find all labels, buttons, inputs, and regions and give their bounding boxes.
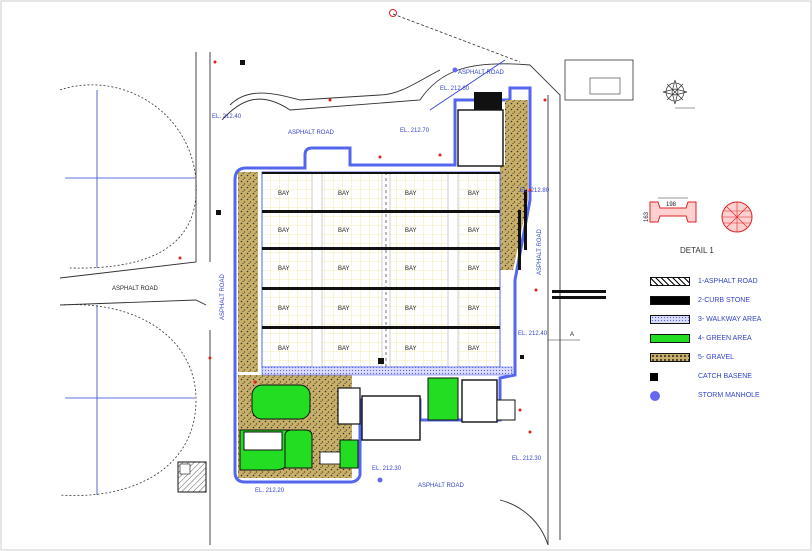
- legend-label: STORM MANHOLE: [698, 392, 760, 399]
- svg-text:EL. 212.60: EL. 212.60: [440, 86, 470, 92]
- property-line: [392, 13, 521, 63]
- green-area-5: [427, 377, 459, 421]
- svg-text:BAY: BAY: [468, 191, 480, 197]
- svg-text:BAY: BAY: [468, 266, 480, 272]
- legend-item: CATCH BASENE: [650, 367, 810, 386]
- road-label-left-vertical: ASPHALT ROAD: [220, 274, 226, 320]
- detail-width: 198: [666, 202, 677, 208]
- svg-text:BAY: BAY: [468, 346, 480, 352]
- level-labels: EL. 212.40 EL. 212.70 EL. 212.60 EL. 212…: [212, 86, 550, 494]
- svg-text:BAY: BAY: [405, 191, 417, 197]
- legend-item: 5- GRAVEL: [650, 348, 810, 367]
- svg-text:EL. 212.70: EL. 212.70: [400, 128, 430, 134]
- road-label-top: ASPHALT ROAD: [458, 70, 504, 76]
- svg-text:BAY: BAY: [278, 266, 290, 272]
- storage-grid: BAY BAY BAY BAY BAY BAY BAY BAY BAY BAY BAY BAY B…: [261, 171, 501, 368]
- legend-swatch-solid: [650, 334, 690, 343]
- legend-swatch-circle: [650, 390, 660, 401]
- legend-item: 2-CURB STONE: [650, 291, 810, 310]
- legend-label: 5- GRAVEL: [698, 354, 735, 361]
- road-label-upper: ASPHALT ROAD: [288, 130, 334, 136]
- catch-basins: [216, 60, 524, 364]
- legend-swatch-gravel: [650, 353, 690, 362]
- green-area-3: [284, 429, 313, 469]
- legend-swatch-solid: [650, 296, 690, 305]
- right-side-curbs: [518, 190, 606, 299]
- legend-swatch-dots: [650, 315, 690, 324]
- green-area-4: [339, 439, 359, 469]
- building-upper-right-block: [474, 92, 502, 110]
- survey-point-icon: [389, 9, 397, 17]
- svg-text:A: A: [570, 332, 574, 338]
- left-circle-features: [59, 84, 197, 496]
- svg-text:EL. 212.40: EL. 212.40: [212, 114, 242, 120]
- storm-manholes: [377, 67, 458, 483]
- svg-text:BAY: BAY: [278, 191, 290, 197]
- road-boundaries: [59, 52, 561, 546]
- svg-text:BAY: BAY: [405, 228, 417, 234]
- svg-text:BAY: BAY: [278, 306, 290, 312]
- existing-building: [564, 59, 634, 101]
- curb-section-icon: [649, 197, 697, 223]
- svg-text:BAY: BAY: [338, 266, 350, 272]
- svg-text:BAY: BAY: [338, 228, 350, 234]
- building-right-bottom: [461, 379, 498, 423]
- svg-text:BAY: BAY: [338, 346, 350, 352]
- north-arrow-icon: [662, 79, 688, 105]
- svg-text:BAY: BAY: [468, 306, 480, 312]
- svg-text:EL. 212.80: EL. 212.80: [520, 188, 550, 194]
- legend-swatch-square: [650, 372, 658, 381]
- legend-item: 3- WALKWAY AREA: [650, 310, 810, 329]
- legend-label: CATCH BASENE: [698, 373, 752, 380]
- legend: 1-ASPHALT ROAD 2-CURB STONE 3- WALKWAY ARE…: [650, 272, 810, 405]
- svg-text:BAY: BAY: [338, 306, 350, 312]
- legend-label: 4- GREEN AREA: [698, 335, 752, 342]
- legend-label: 1-ASPHALT ROAD: [698, 278, 758, 285]
- svg-text:BAY: BAY: [405, 306, 417, 312]
- svg-text:BAY: BAY: [278, 346, 290, 352]
- road-label-right-vertical: ASPHALT ROAD: [537, 229, 543, 275]
- gravel-strip-left: [238, 172, 258, 372]
- generator-room: [243, 431, 283, 451]
- svg-text:EL. 212.40: EL. 212.40: [518, 331, 548, 337]
- detail-height: 163: [644, 211, 650, 222]
- svg-text:EL. 212.30: EL. 212.30: [512, 456, 542, 462]
- detail-title: DETAIL 1: [680, 246, 714, 255]
- walkway-strip: [261, 366, 513, 376]
- svg-text:EL. 212.20: EL. 212.20: [255, 488, 285, 494]
- legend-item: 4- GREEN AREA: [650, 329, 810, 348]
- gravel-section-icon: [721, 201, 753, 233]
- svg-text:BAY: BAY: [405, 346, 417, 352]
- survey-markers: [178, 60, 547, 434]
- svg-text:EL. 212.30: EL. 212.30: [372, 466, 402, 472]
- building-upper-right: [457, 109, 504, 167]
- legend-label: 2-CURB STONE: [698, 297, 750, 304]
- building-small: [337, 387, 361, 425]
- road-label-left: ASPHALT ROAD: [112, 286, 158, 292]
- legend-label: 3- WALKWAY AREA: [698, 316, 762, 323]
- legend-item: 1-ASPHALT ROAD: [650, 272, 810, 291]
- svg-text:BAY: BAY: [338, 191, 350, 197]
- building-main-bottom: [361, 395, 421, 441]
- svg-text:BAY: BAY: [468, 228, 480, 234]
- legend-item: STORM MANHOLE: [650, 386, 810, 405]
- svg-text:BAY: BAY: [405, 266, 417, 272]
- green-area-1: [251, 384, 311, 420]
- svg-text:BAY: BAY: [278, 228, 290, 234]
- section-marker: A: [548, 332, 580, 341]
- road-label-bottom: ASPHALT ROAD: [418, 483, 464, 489]
- legend-swatch-hatch: [650, 277, 690, 286]
